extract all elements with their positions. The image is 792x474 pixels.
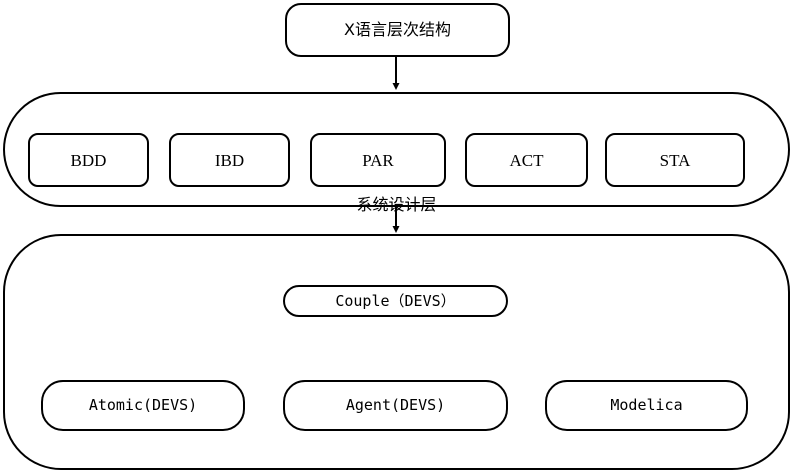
layer-model-construction: 模型构建层 xyxy=(3,234,790,470)
node-modelica[interactable]: Modelica xyxy=(545,380,748,431)
node-x-language-hierarchy[interactable]: X语言层次结构 xyxy=(285,3,510,57)
node-sta[interactable]: STA xyxy=(605,133,745,187)
node-ibd[interactable]: IBD xyxy=(169,133,290,187)
node-act[interactable]: ACT xyxy=(465,133,588,187)
layer-system-design-title: 系统设计层 xyxy=(356,195,437,214)
node-par[interactable]: PAR xyxy=(310,133,446,187)
node-bdd[interactable]: BDD xyxy=(28,133,149,187)
node-couple-devs[interactable]: Couple（DEVS） xyxy=(283,285,508,317)
node-atomic-devs[interactable]: Atomic(DEVS) xyxy=(41,380,245,431)
node-agent-devs[interactable]: Agent(DEVS) xyxy=(283,380,508,431)
